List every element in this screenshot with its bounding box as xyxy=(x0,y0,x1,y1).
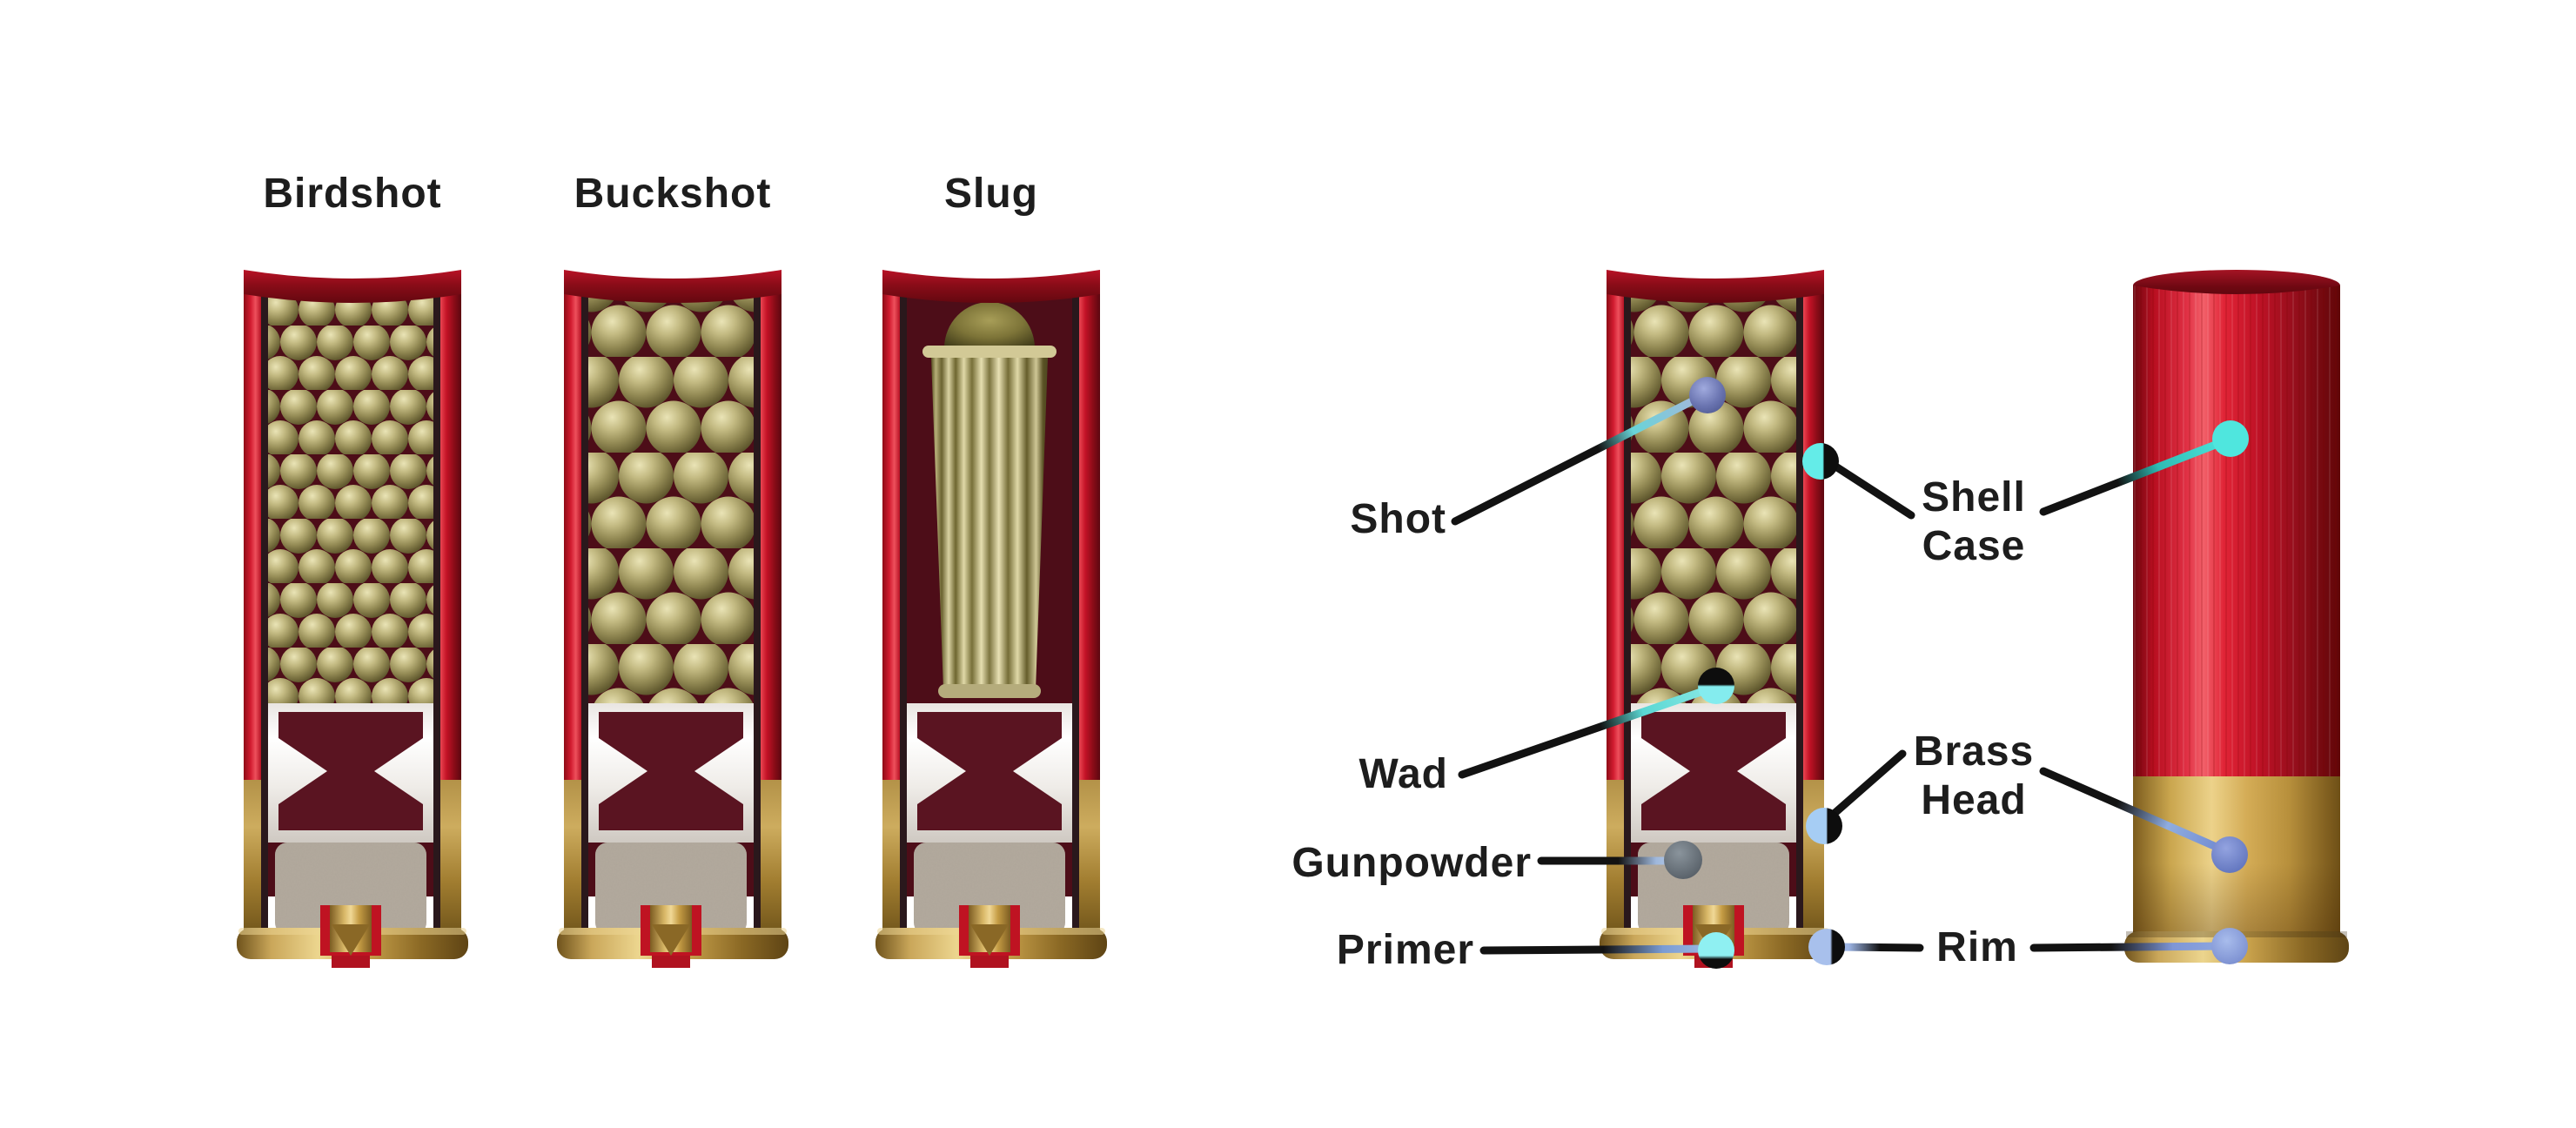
buckshot-pellets xyxy=(588,287,754,703)
leader-rim-right xyxy=(2029,942,2231,952)
birdshot-pellets xyxy=(268,287,433,703)
label-shell-case-line1: Shell xyxy=(1922,474,2026,520)
label-primer: Primer xyxy=(1337,927,1474,973)
shell-slug xyxy=(875,270,1107,968)
dot-rim-cutaway xyxy=(1808,929,1845,965)
label-brass-head-line2: Head xyxy=(1921,777,2026,823)
shot-pellets xyxy=(1631,287,1796,703)
shell-birdshot xyxy=(237,270,468,968)
dot-gunpowder xyxy=(1664,841,1702,879)
title-birdshot: Birdshot xyxy=(263,171,441,217)
dot-primer xyxy=(1698,932,1734,969)
label-gunpowder: Gunpowder xyxy=(1291,840,1532,886)
label-shot: Shot xyxy=(1350,496,1446,542)
title-buckshot: Buckshot xyxy=(574,171,772,217)
label-wad: Wad xyxy=(1358,751,1448,797)
label-rim: Rim xyxy=(1936,924,2018,970)
label-brass-head-line1: Brass xyxy=(1914,728,2034,775)
dot-shot xyxy=(1689,377,1726,413)
dot-rim-whole xyxy=(2211,928,2248,964)
leader-rim-left xyxy=(1827,943,1924,952)
leader-brass-head-left xyxy=(1821,749,1907,826)
dot-brass-head-cutaway xyxy=(1806,808,1842,844)
shell-buckshot xyxy=(557,270,788,968)
label-shell-case-line2: Case xyxy=(1922,523,2026,569)
leader-primer xyxy=(1479,944,1718,955)
leader-shell-case-right xyxy=(2039,435,2233,516)
dot-wad xyxy=(1698,668,1734,704)
leader-wad xyxy=(1458,683,1718,779)
leader-shot xyxy=(1451,392,1707,526)
dot-shell-case-cutaway xyxy=(1802,443,1839,480)
shell-case-ribs xyxy=(2133,285,2340,783)
slug-projectile xyxy=(907,287,1072,703)
title-slug: Slug xyxy=(944,171,1038,217)
leader-brass-head-right xyxy=(2039,767,2231,856)
dot-shell-case-whole xyxy=(2212,420,2249,457)
dot-brass-head-whole xyxy=(2211,836,2248,873)
